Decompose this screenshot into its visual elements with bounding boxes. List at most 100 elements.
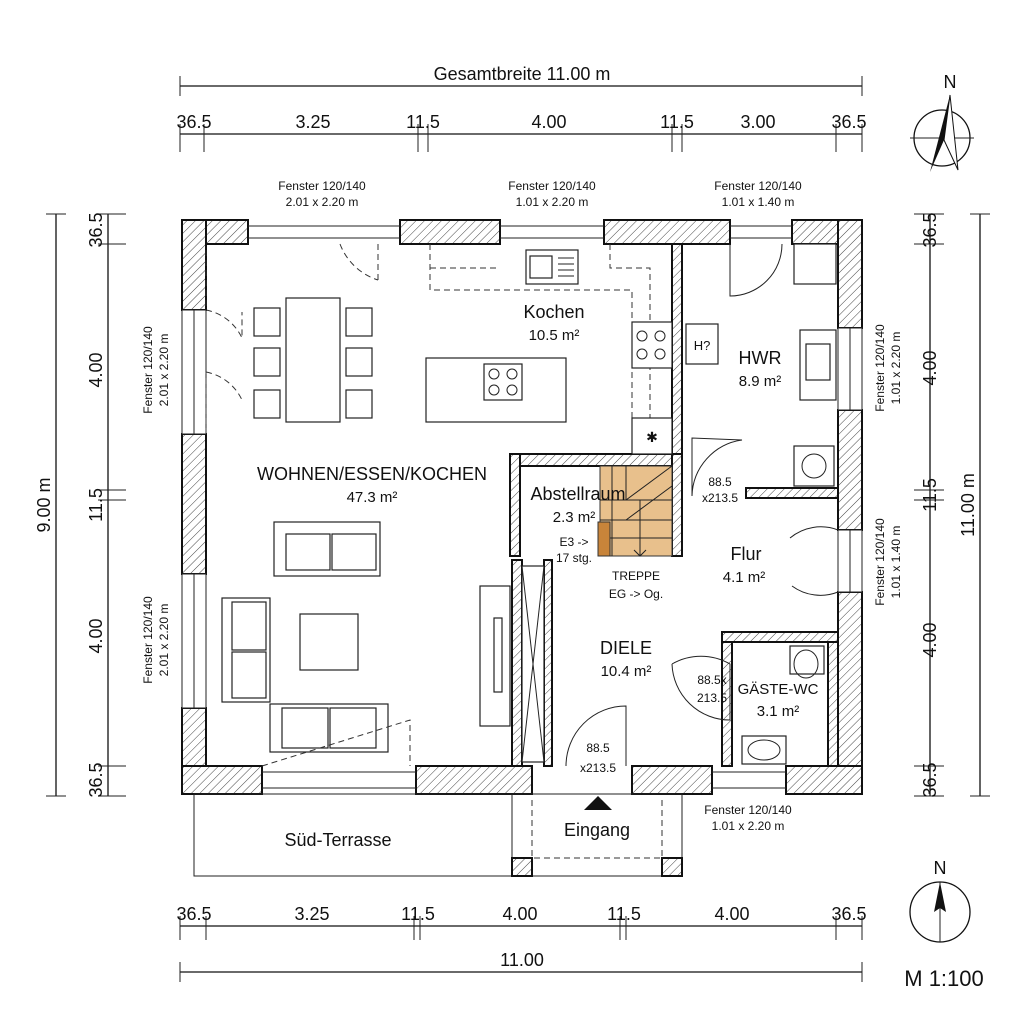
- window-label: Fenster 120/140: [141, 596, 155, 684]
- top-dim-5: 11.5: [660, 112, 694, 132]
- window-size: 2.01 x 2.20 m: [157, 604, 171, 677]
- outer-walls: [181, 219, 863, 795]
- room-wohnen-area: 47.3 m²: [347, 489, 398, 506]
- window-size: 1.01 x 1.40 m: [722, 195, 795, 209]
- diele-wardrobe: [521, 565, 545, 763]
- window-label: Fenster 120/140: [704, 803, 792, 817]
- right-dim-3: 11.5: [920, 478, 940, 512]
- bottom-total-dim: 11.00: [500, 950, 544, 970]
- door-wc-size-2: 213.5: [697, 691, 727, 705]
- room-wohnen-name: WOHNEN/ESSEN/KOCHEN: [257, 464, 487, 484]
- window-size: 1.01 x 1.40 m: [889, 526, 903, 599]
- window-label: Fenster 120/140: [141, 326, 155, 414]
- terrace: Süd-Terrasse: [193, 793, 513, 877]
- kitchen-sink-icon: [525, 249, 579, 285]
- stair-label-1: TREPPE: [612, 569, 660, 583]
- door-hwr-size-2: x213.5: [702, 491, 738, 505]
- stair-label-2: EG -> Og.: [609, 587, 663, 601]
- stair-steps-2: 17 stg.: [556, 551, 592, 565]
- window-label: Fenster 120/140: [873, 518, 887, 606]
- svg-text:✱: ✱: [646, 429, 658, 445]
- kitchen-counter: ✱: [429, 244, 673, 455]
- right-dimensions: 36.5 4.00 11.5 4.00 36.5 11.00 m: [914, 212, 990, 798]
- top-total-dim: Gesamtbreite 11.00 m: [434, 64, 611, 84]
- top-dim-3: 11.5: [406, 112, 440, 132]
- entrance: Eingang: [511, 793, 683, 877]
- window-label: Fenster 120/140: [714, 179, 802, 193]
- left-dim-1: 36.5: [86, 212, 106, 247]
- left-dim-2: 4.00: [86, 352, 106, 387]
- top-dimensions: Gesamtbreite 11.00 m 36.5 3.25 11.5 4.00…: [176, 64, 867, 152]
- interior-walls: [509, 243, 839, 767]
- door-wc-size-1: 88.5x: [697, 673, 726, 687]
- window-size: 1.01 x 2.20 m: [516, 195, 589, 209]
- bottom-dim-1: 36.5: [176, 904, 211, 924]
- bottom-dim-2: 3.25: [294, 904, 329, 924]
- door-entry-size-1: 88.5: [586, 741, 610, 755]
- top-dim-6: 3.00: [740, 112, 775, 132]
- north-arrow-top: N: [910, 72, 974, 172]
- room-flur-name: Flur: [731, 544, 762, 564]
- staircase: [597, 465, 673, 557]
- room-abstell-area: 2.3 m²: [553, 509, 596, 526]
- windows: [181, 225, 863, 789]
- stair-notes: E3 -> 17 stg. TREPPE EG -> Og.: [556, 535, 663, 601]
- window-labels-left: Fenster 120/140 2.01 x 2.20 m Fenster 12…: [141, 326, 171, 684]
- room-diele-area: 10.4 m²: [601, 663, 652, 680]
- wc-fixtures: [741, 645, 825, 765]
- top-dim-2: 3.25: [295, 112, 330, 132]
- north-arrow-bottom: N: [909, 858, 971, 943]
- room-flur-area: 4.1 m²: [723, 569, 766, 586]
- window-size: 2.01 x 2.20 m: [157, 334, 171, 407]
- left-dim-5: 36.5: [86, 762, 106, 797]
- right-dim-2: 4.00: [920, 350, 940, 385]
- room-abstell-name: Abstellraum: [530, 484, 625, 504]
- door-entry-size-2: x213.5: [580, 761, 616, 775]
- kitchen-island: [425, 357, 567, 423]
- door-swings: [205, 243, 839, 767]
- left-dimensions: 9.00 m 36.5 4.00 11.5 4.00 36.5: [34, 212, 126, 798]
- window-size: 1.01 x 2.20 m: [889, 332, 903, 405]
- terrace-label: Süd-Terrasse: [284, 830, 391, 850]
- hwr-symbol: H?: [694, 338, 711, 353]
- left-dim-3: 11.5: [86, 488, 106, 522]
- entrance-label: Eingang: [564, 820, 630, 840]
- left-total-dim: 9.00 m: [34, 477, 54, 532]
- left-dim-4: 4.00: [86, 618, 106, 653]
- window-label: Fenster 120/140: [278, 179, 366, 193]
- door-size-labels: 88.5 x213.5 88.5x 213.5 88.5 x213.5: [580, 475, 738, 775]
- bottom-dim-4: 4.00: [502, 904, 537, 924]
- bottom-dim-7: 36.5: [831, 904, 866, 924]
- door-hwr-size-1: 88.5: [708, 475, 732, 489]
- right-dim-5: 36.5: [920, 762, 940, 797]
- room-kochen-area: 10.5 m²: [529, 327, 580, 344]
- bottom-dimensions: 36.5 3.25 11.5 4.00 11.5 4.00 36.5 11.00: [176, 904, 867, 982]
- stair-steps-1: E3 ->: [559, 535, 588, 549]
- room-diele-name: DIELE: [600, 638, 652, 658]
- sofa-set: [221, 521, 511, 753]
- window-size: 1.01 x 2.20 m: [712, 819, 785, 833]
- top-dim-7: 36.5: [831, 112, 866, 132]
- north-label-bottom: N: [934, 858, 947, 878]
- room-wc-area: 3.1 m²: [757, 703, 800, 720]
- right-total-dim: 11.00 m: [958, 473, 978, 537]
- room-hwr-area: 8.9 m²: [739, 373, 782, 390]
- right-dim-1: 36.5: [920, 212, 940, 247]
- bottom-dim-3: 11.5: [401, 904, 435, 924]
- hwr-fixtures: H?: [685, 243, 837, 487]
- top-dim-1: 36.5: [176, 112, 211, 132]
- window-labels-top: Fenster 120/140 2.01 x 2.20 m Fenster 12…: [278, 179, 802, 209]
- room-labels: Kochen 10.5 m² HWR 8.9 m² WOHNEN/ESSEN/K…: [257, 302, 819, 720]
- bottom-dim-5: 11.5: [607, 904, 641, 924]
- window-label-bottom: Fenster 120/140 1.01 x 2.20 m: [704, 803, 792, 833]
- window-label: Fenster 120/140: [508, 179, 596, 193]
- room-wc-name: GÄSTE-WC: [738, 681, 819, 698]
- window-labels-right: Fenster 120/140 1.01 x 2.20 m Fenster 12…: [873, 324, 903, 606]
- dining-table: [253, 297, 373, 423]
- entrance-arrow-icon: [584, 796, 612, 810]
- scale-label: M 1:100: [904, 966, 984, 991]
- room-hwr-name: HWR: [739, 348, 782, 368]
- room-kochen-name: Kochen: [523, 302, 584, 322]
- window-label: Fenster 120/140: [873, 324, 887, 412]
